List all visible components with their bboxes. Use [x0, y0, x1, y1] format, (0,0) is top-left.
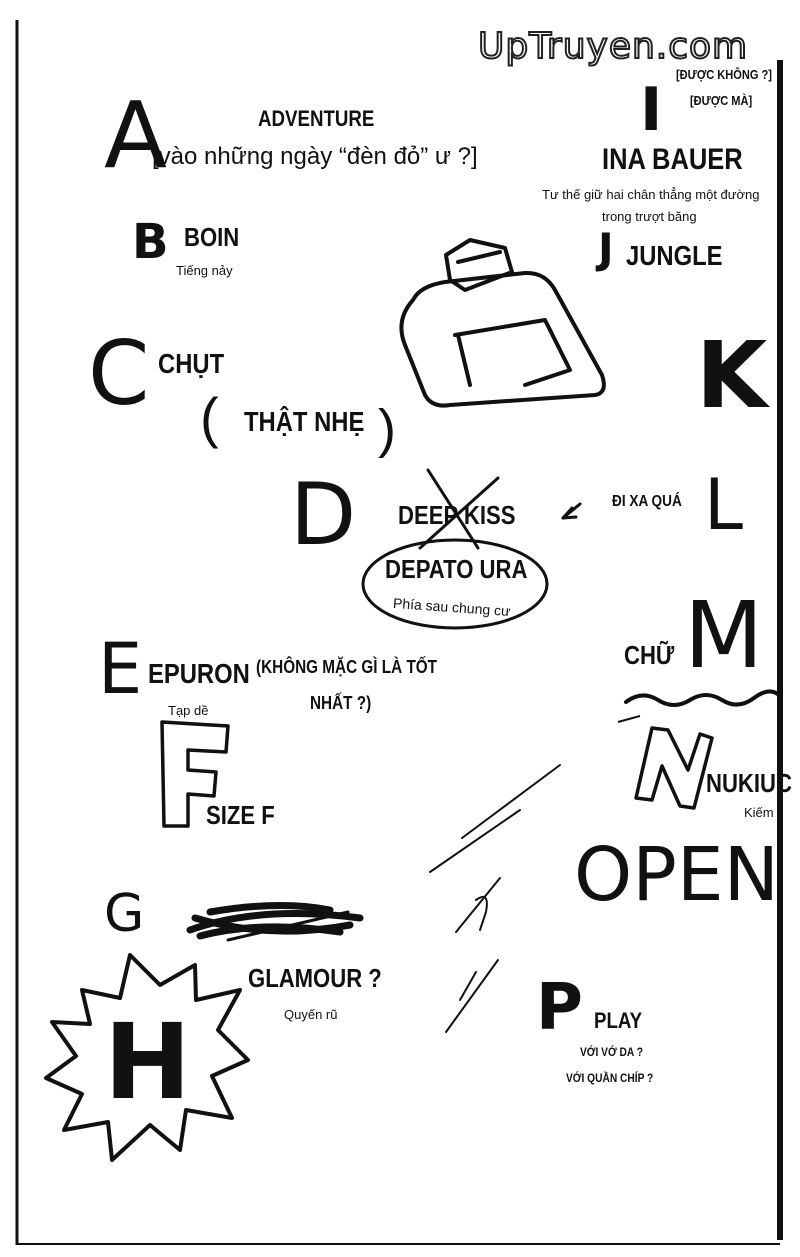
letter-b: B [132, 214, 169, 270]
letter-l: L [704, 464, 743, 546]
note-play-2: VỚI QUẦN CHÍP ? [566, 1071, 654, 1085]
note-kiem: Kiếm [744, 805, 774, 820]
note-tap-de: Tạp dề [168, 703, 209, 718]
note-play-1: VỚI VỚ DA ? [580, 1045, 643, 1059]
letter-a: A [104, 82, 167, 189]
word-nukiuc: NUKIUC [706, 768, 792, 798]
word-jungle: JUNGLE [626, 240, 723, 271]
word-glamour: GLAMOUR ? [248, 963, 382, 993]
word-chu: CHỮ [624, 640, 675, 670]
aside-duoc-khong: [ĐƯỢC KHÔNG ?] [676, 67, 772, 82]
note-boin: Tiếng nảy [176, 263, 233, 278]
aside-nhat: NHẤT ?) [310, 693, 372, 713]
word-boin: BOIN [184, 222, 240, 252]
word-epuron: EPURON [148, 658, 250, 689]
paren-open: ( [200, 386, 219, 449]
letter-e: E [98, 628, 143, 710]
aside-khong-mac: (KHÔNG MẶC GÌ LÀ TỐT [256, 657, 438, 677]
word-play: PLAY [594, 1008, 643, 1033]
word-di-xa-qua: ĐI XA QUÁ [612, 493, 682, 510]
letter-i: I [640, 75, 663, 145]
letter-p: P [536, 971, 583, 1045]
letter-m: M [684, 582, 764, 689]
word-size-f: SIZE F [206, 800, 275, 830]
word-open: OPEN [574, 832, 779, 918]
note-that-nhe: THẬT NHẸ [244, 406, 365, 437]
letter-j: J [598, 224, 614, 273]
note-adventure: [vào những ngày “đèn đỏ” ư ?] [152, 143, 478, 170]
word-depato-ura: DEPATO URA [385, 554, 528, 584]
note-ina-2: trong trượt băng [602, 209, 697, 224]
letter-c: C [88, 322, 150, 425]
aside-duoc-ma: [ĐƯỢC MÀ] [690, 93, 753, 108]
letter-h: H [104, 1001, 192, 1123]
letter-k: K [696, 322, 768, 429]
paren-close: ) [378, 399, 396, 459]
letter-d: D [290, 465, 357, 565]
word-ina-bauer: INA BAUER [602, 143, 743, 176]
word-chut: CHỤT [158, 348, 225, 379]
word-adventure: ADVENTURE [258, 106, 375, 131]
watermark-logo: UpTruyen.com [477, 25, 749, 68]
note-ina-1: Tư thế giữ hai chân thẳng một đường [542, 187, 760, 202]
note-quyen-ru: Quyến rũ [284, 1007, 338, 1022]
letter-g: G [104, 884, 145, 944]
